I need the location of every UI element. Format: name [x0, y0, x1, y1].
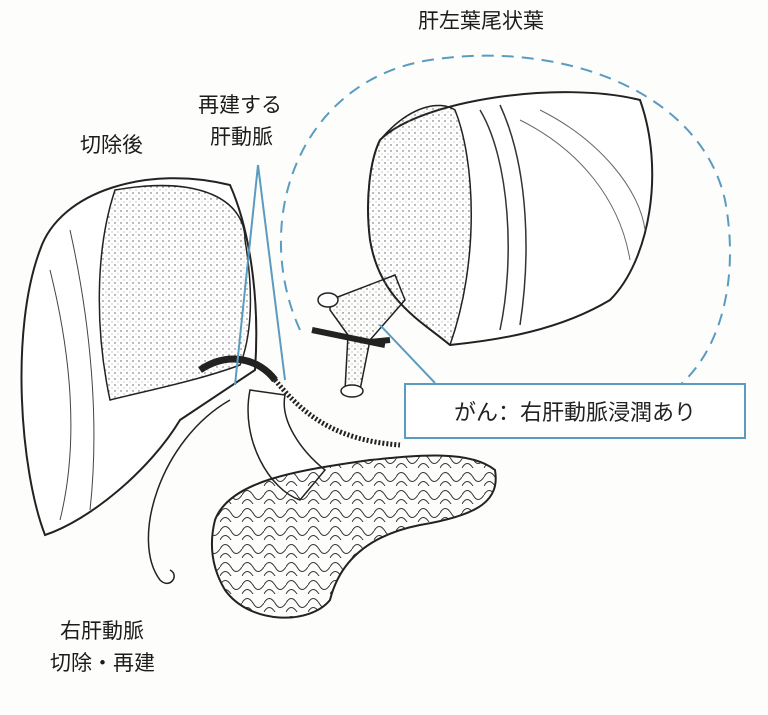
- label-reconstructed-artery-2: 肝動脈: [210, 125, 273, 149]
- reconstructed-artery: [273, 378, 401, 448]
- suture-thread: [147, 399, 231, 585]
- remnant-liver: [20, 177, 258, 537]
- caudate-lobe: [367, 91, 654, 347]
- artery-stump: [311, 274, 406, 398]
- pointer-line: [234, 164, 286, 386]
- label-caudate-lobe: 肝左葉尾状葉: [418, 9, 544, 33]
- pancreas: [211, 454, 497, 619]
- dashed-outline: [280, 54, 731, 386]
- pointer-line: [379, 324, 436, 384]
- callout-text: がん：右肝動脈浸潤あり: [453, 401, 696, 426]
- label-right-artery-2: 切除・再建: [50, 651, 155, 675]
- callout-box: がん：右肝動脈浸潤あり: [404, 383, 746, 439]
- label-right-artery-1: 右肝動脈: [60, 619, 144, 643]
- label-reconstructed-artery-1: 再建する: [198, 93, 282, 117]
- label-after-resection: 切除後: [80, 133, 143, 157]
